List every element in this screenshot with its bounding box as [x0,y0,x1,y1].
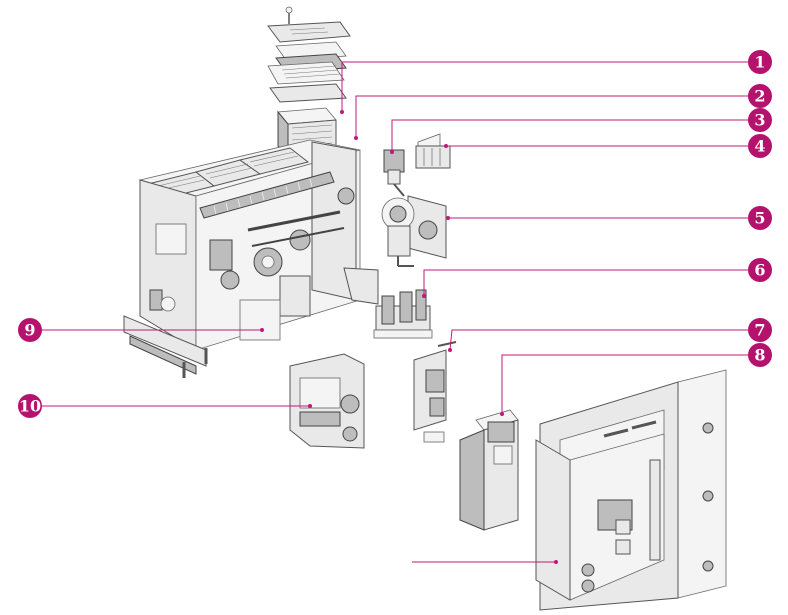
leader-line-4-end-dot [444,144,448,148]
leader-line-7-end-dot [448,348,452,352]
breaker-main-body [123,139,379,378]
callout-badge [748,206,772,230]
leader-lines [42,61,748,564]
callout-1: 1 [748,50,772,74]
callout-number: 6 [754,261,765,280]
controller-module-part [459,409,519,531]
callout-badge [748,343,772,367]
leader-line-6-end-dot [422,294,426,298]
callout-number: 3 [754,111,765,130]
leader-line-10-end-dot [308,404,312,408]
callout-badge [748,84,772,108]
top-cover-stack [267,6,351,158]
callout-9: 9 [18,318,42,342]
callout-number: 1 [754,53,765,72]
callout-badge [18,318,42,342]
coil-unit-part [373,289,433,339]
trip-bracket-part [413,341,457,443]
leader-line-2-end-dot [354,136,358,140]
callout-badge [748,108,772,132]
leader-line-9-end-dot [260,328,264,332]
leader-line-7 [449,329,748,351]
callout-badge [18,394,42,418]
auxiliary-switch-parts [383,133,451,197]
callout-4: 4 [748,134,772,158]
leader-line-2 [355,95,748,138]
leader-line-6 [423,269,748,296]
callout-badge [748,258,772,282]
leader-line-3 [391,119,748,152]
callout-10: 10 [18,394,42,418]
callout-badge [748,134,772,158]
motor-operator-part [381,195,447,267]
leader-line-8-end-dot [500,412,504,416]
callout-number: 10 [19,397,41,416]
callout-5: 5 [748,206,772,230]
front-cover-panel [535,369,727,611]
leader-line-5-end-dot [446,216,450,220]
leader-line-1-end-dot [340,110,344,114]
callout-number: 8 [754,346,765,365]
callout-number: 2 [754,87,765,106]
leader-line-8 [501,354,748,414]
cradle-side-part [289,353,365,449]
callout-badge [748,318,772,342]
callout-badges: 1 2 3 4 5 6 7 8 9 10 [18,50,772,418]
leader-line-1 [341,61,748,112]
callout-2: 2 [748,84,772,108]
callout-8: 8 [748,343,772,367]
leader-line-extra-1-end-dot [554,560,558,564]
callout-6: 6 [748,258,772,282]
callout-7: 7 [748,318,772,342]
callout-badge [748,50,772,74]
callout-3: 3 [748,108,772,132]
callout-number: 4 [754,137,765,156]
leader-line-3-end-dot [390,150,394,154]
callout-number: 9 [24,321,35,340]
callout-number: 5 [754,209,765,228]
callout-number: 7 [754,321,765,340]
